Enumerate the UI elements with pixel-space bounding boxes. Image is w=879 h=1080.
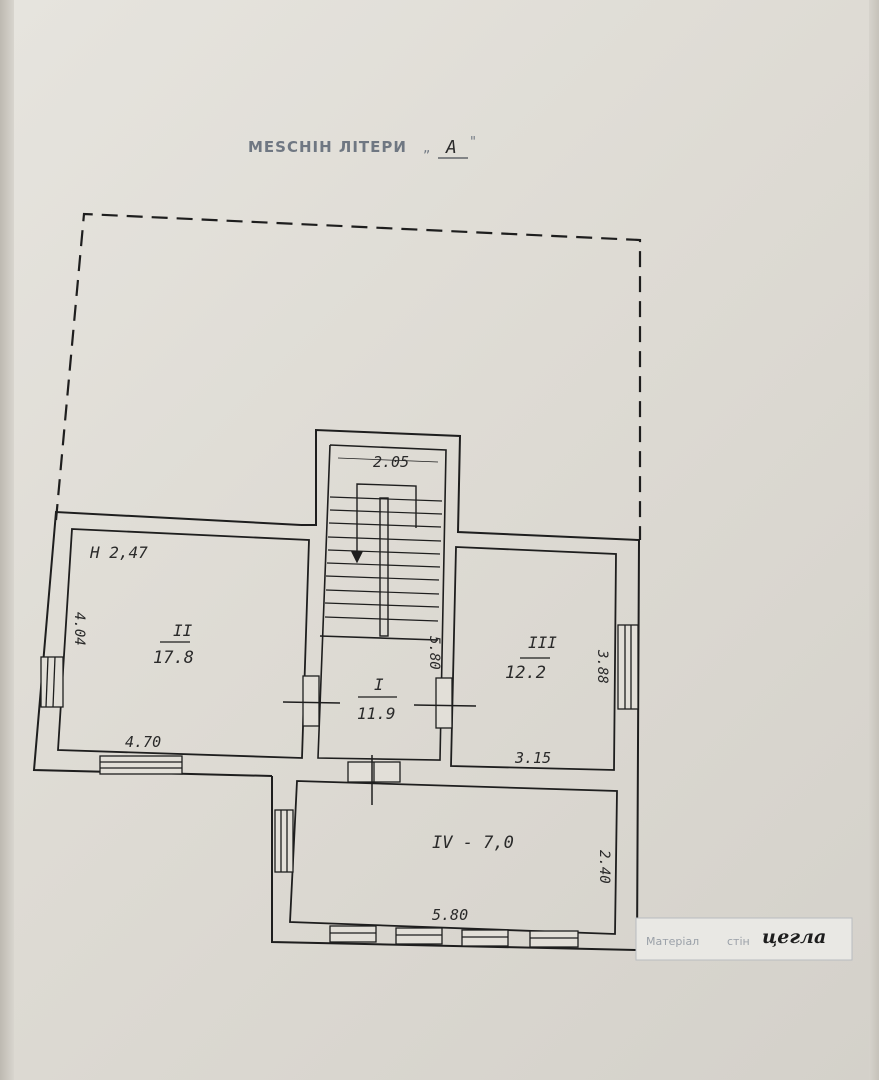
header-close-quote: ": [470, 135, 476, 150]
window-iv-4: [529, 930, 579, 948]
dashed-boundary: [54, 212, 642, 540]
room-II-width: 4.70: [125, 733, 161, 751]
room-III-area: 12.2: [505, 663, 546, 683]
staircase: [324, 457, 443, 637]
window-right: [617, 624, 639, 710]
door-II-I: [302, 675, 320, 727]
header-letter: А: [445, 137, 457, 158]
stair-length-label: 5.80: [426, 636, 442, 670]
room-IV-label: IV - 7,0: [432, 833, 514, 853]
room-II-numeral: II: [173, 621, 193, 640]
height-label: H 2,47: [89, 543, 148, 562]
room-II-depth: 4.04: [71, 612, 87, 646]
paper-left-edge: [0, 0, 14, 1080]
windows: [40, 624, 639, 948]
wall-material-label-2: стін: [727, 935, 750, 948]
room-IV: [289, 780, 618, 935]
room-II: [57, 528, 310, 759]
room-I-area: 11.9: [357, 704, 396, 723]
room-III-depth: 3.88: [594, 649, 610, 684]
outer-walls: [32, 428, 640, 952]
wall-material-value: цегла: [762, 926, 826, 948]
window-iv-2: [395, 927, 443, 945]
window-iv-3: [461, 929, 509, 947]
room-II-area: 17.8: [153, 648, 194, 668]
wall-material-label: Матеріал: [646, 935, 699, 948]
header-stamp-text: MESCHIH ЛІТЕРИ: [248, 138, 407, 156]
header-stamp: MESCHIH ЛІТЕРИ „ А ": [248, 135, 476, 159]
window-room-IV-left: [274, 809, 294, 873]
door-I-III: [435, 677, 453, 729]
plan-labels: H 2,47 2.05 5.80 II 17.8 4.70 4.04 I 11.…: [71, 453, 612, 924]
room-III: [450, 546, 617, 771]
room-I-numeral: I: [374, 675, 384, 694]
paper-right-edge: [869, 0, 879, 1080]
window-iv-1: [329, 925, 377, 943]
room-IV-width: 5.80: [432, 906, 468, 924]
room-III-width: 3.15: [514, 749, 551, 767]
wall-material-stamp: Матеріал стін цегла: [635, 917, 853, 961]
stair-width-label: 2.05: [373, 453, 409, 471]
room-IV-depth: 2.40: [596, 850, 612, 884]
window-room-II-bottom: [99, 755, 183, 775]
wall-material-stamp-box: [635, 917, 853, 961]
window-left: [40, 656, 64, 708]
header-open-quote: „: [423, 140, 430, 156]
door-marks: [282, 701, 477, 805]
room-III-numeral: III: [528, 633, 557, 652]
room-I: [319, 635, 439, 641]
